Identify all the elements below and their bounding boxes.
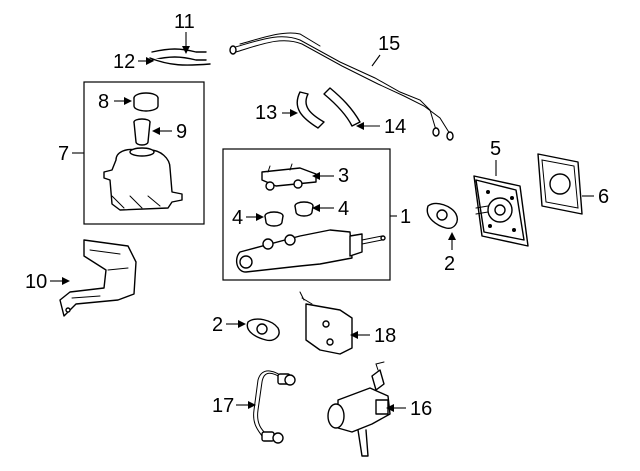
hose-13[interactable]: [296, 91, 325, 129]
grommet[interactable]: [264, 201, 314, 227]
callout-15: 15: [378, 33, 400, 55]
callout-2b: 2: [212, 314, 223, 336]
bracket-18[interactable]: [299, 291, 353, 355]
strainer[interactable]: [133, 118, 151, 146]
callout-5: 5: [490, 138, 501, 160]
arrow-13: [290, 109, 298, 117]
gasket-upper[interactable]: [426, 202, 458, 229]
reservoir-cap[interactable]: [133, 92, 159, 112]
arrow-17: [248, 401, 256, 409]
master-cylinder-connector[interactable]: [261, 163, 317, 191]
arrow-12: [146, 57, 154, 65]
sensor-harness[interactable]: [253, 370, 296, 444]
vacuum-hose-11[interactable]: [149, 48, 211, 66]
master-cylinder-group-box: [222, 148, 391, 281]
leader-15: [371, 54, 381, 67]
callout-13: 13: [255, 102, 277, 124]
hose-14[interactable]: [323, 87, 361, 127]
arrow-14: [356, 122, 364, 130]
callout-9: 9: [176, 121, 187, 143]
arrow-9: [152, 127, 160, 135]
callout-12: 12: [113, 51, 135, 73]
booster-gasket[interactable]: [537, 153, 583, 215]
vacuum-tube[interactable]: [229, 32, 454, 141]
callout-4a: 4: [232, 207, 243, 229]
arrow-16: [386, 404, 394, 412]
arrow-10: [62, 277, 70, 285]
callout-8: 8: [98, 91, 109, 113]
bracket[interactable]: [59, 239, 137, 317]
arrow-18: [350, 331, 358, 339]
callout-18: 18: [374, 325, 396, 347]
callout-11: 11: [174, 11, 195, 33]
arrow-2a: [448, 232, 456, 240]
callout-6: 6: [598, 186, 609, 208]
brake-booster[interactable]: [473, 175, 529, 247]
callout-3: 3: [338, 165, 349, 187]
master-cylinder[interactable]: [235, 229, 386, 273]
arrow-4b: [312, 204, 320, 212]
callout-1: 1: [400, 206, 411, 228]
arrow-4a: [256, 213, 264, 221]
gasket-lower[interactable]: [246, 318, 280, 342]
callout-4b: 4: [338, 198, 349, 220]
callout-14: 14: [384, 116, 406, 138]
callout-7: 7: [58, 143, 69, 165]
arrow-2b: [238, 320, 246, 328]
arrow-8: [124, 97, 132, 105]
callout-16: 16: [410, 398, 432, 420]
arrow-11: [182, 46, 190, 54]
arrow-3: [312, 172, 320, 180]
callout-10: 10: [25, 271, 47, 293]
reservoir-tank[interactable]: [103, 147, 183, 211]
callout-2a: 2: [444, 253, 455, 275]
callout-17: 17: [212, 395, 234, 417]
pump-assembly[interactable]: [327, 361, 391, 457]
